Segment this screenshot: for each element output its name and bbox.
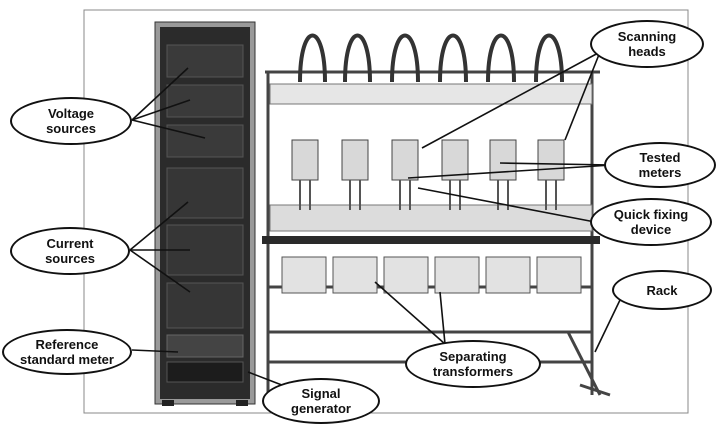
tested-line-2: meters xyxy=(639,165,682,180)
quick-line-2: device xyxy=(614,222,688,237)
scanning-line-2: heads xyxy=(618,44,677,59)
rack-label: Rack xyxy=(646,283,677,298)
separating-line-2: transformers xyxy=(433,364,513,379)
quick-line-1: Quick fixing xyxy=(614,207,688,222)
voltage-line-1: Voltage xyxy=(46,106,96,121)
scanning-line-1: Scanning xyxy=(618,29,677,44)
reference-line-2: standard meter xyxy=(20,352,114,367)
rack-shelf xyxy=(262,236,600,244)
signal-line-1: Signal xyxy=(291,386,351,401)
current-line-2: sources xyxy=(45,251,95,266)
reference-line-1: Reference xyxy=(20,337,114,352)
signal-line-2: generator xyxy=(291,401,351,416)
cabinet xyxy=(155,22,255,406)
separating-line-1: Separating xyxy=(433,349,513,364)
voltage-line-2: sources xyxy=(46,121,96,136)
tested-line-1: Tested xyxy=(639,150,682,165)
callout-rack: Rack xyxy=(612,270,712,310)
current-line-1: Current xyxy=(45,236,95,251)
